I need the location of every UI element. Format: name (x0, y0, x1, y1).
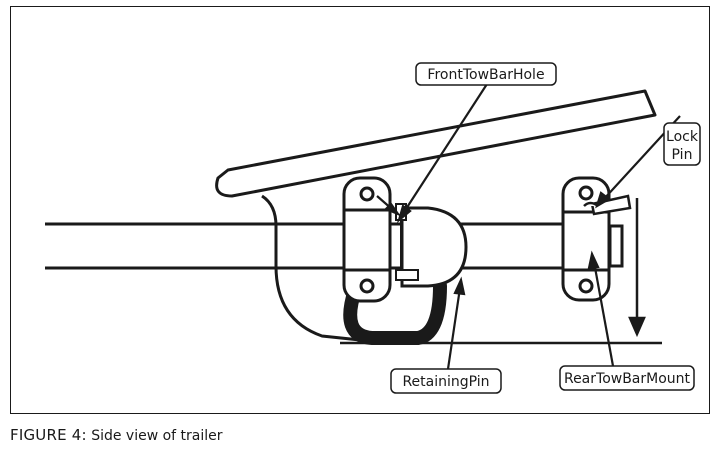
height-arrow (628, 198, 646, 338)
rear-clamp-mount (561, 176, 624, 302)
callout-retaining-pin-label: RetainingPin (402, 374, 489, 390)
figure-caption: FIGURE 4: Side view of trailer (10, 426, 223, 444)
callout-retaining-pin: RetainingPin (390, 368, 502, 394)
support-bracket (261, 194, 361, 342)
callout-rear-tow-bar-mount: RearTowBarMount (559, 365, 695, 391)
figure-label: FIGURE 4: (10, 426, 87, 444)
figure-caption-text: Side view of trailer (91, 428, 223, 444)
leader-lines (376, 83, 681, 370)
callout-lock-pin-label-line1: Lock (666, 129, 699, 145)
callout-rear-tow-bar-mount-label: RearTowBarMount (564, 371, 691, 387)
tow-bar (45, 222, 608, 270)
retaining-pin-strap (343, 279, 447, 345)
tongue-bar (215, 89, 657, 198)
callout-front-tow-bar-hole: FrontTowBarHole (415, 62, 557, 86)
callout-lock-pin-label-line2: Pin (672, 147, 693, 163)
callout-front-tow-bar-hole-label: FrontTowBarHole (427, 67, 544, 83)
figure-frame (10, 6, 710, 414)
trailer-side-view-diagram: FrontTowBarHole Lock Pin RetainingPin Re… (45, 62, 701, 394)
retaining-pin-hood (400, 206, 468, 288)
callout-lock-pin: Lock Pin (663, 122, 701, 166)
